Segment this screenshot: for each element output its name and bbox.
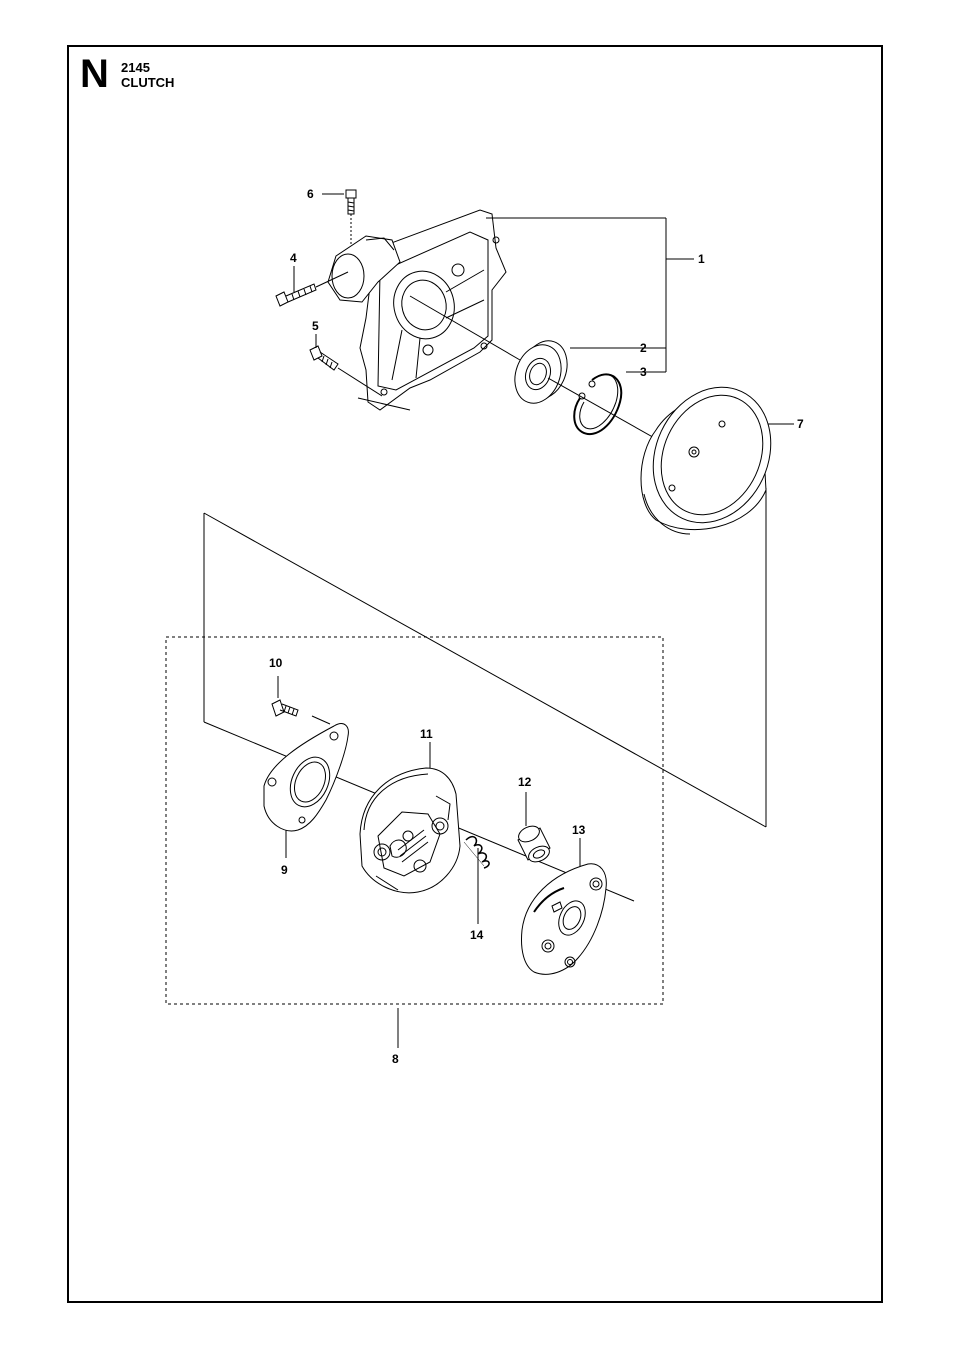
callout-6: 6 <box>307 187 314 201</box>
callout-14: 14 <box>470 928 484 942</box>
part-screw-6 <box>346 190 356 246</box>
callout-1: 1 <box>698 252 705 266</box>
part-bolt-10 <box>272 700 298 716</box>
callout-10: 10 <box>269 656 283 670</box>
part-ball-bearing <box>507 334 575 409</box>
callout-2: 2 <box>640 341 647 355</box>
part-spring <box>464 837 489 868</box>
part-clutch-housing <box>328 210 506 410</box>
callout-3: 3 <box>640 365 647 379</box>
callout-8: 8 <box>392 1052 399 1066</box>
part-circlip <box>574 374 621 434</box>
part-bush <box>516 823 552 865</box>
callout-7: 7 <box>797 417 804 431</box>
part-clutch-shoes <box>360 768 460 893</box>
callout-13: 13 <box>572 823 586 837</box>
leader-lines <box>204 194 794 1048</box>
callout-9: 9 <box>281 863 288 877</box>
part-carrier-plate <box>522 864 607 975</box>
callout-5: 5 <box>312 319 319 333</box>
part-clutch-drum <box>632 368 793 542</box>
callout-12: 12 <box>518 775 532 789</box>
part-plate-9 <box>264 724 348 831</box>
callout-11: 11 <box>420 727 433 741</box>
callout-4: 4 <box>290 251 297 265</box>
